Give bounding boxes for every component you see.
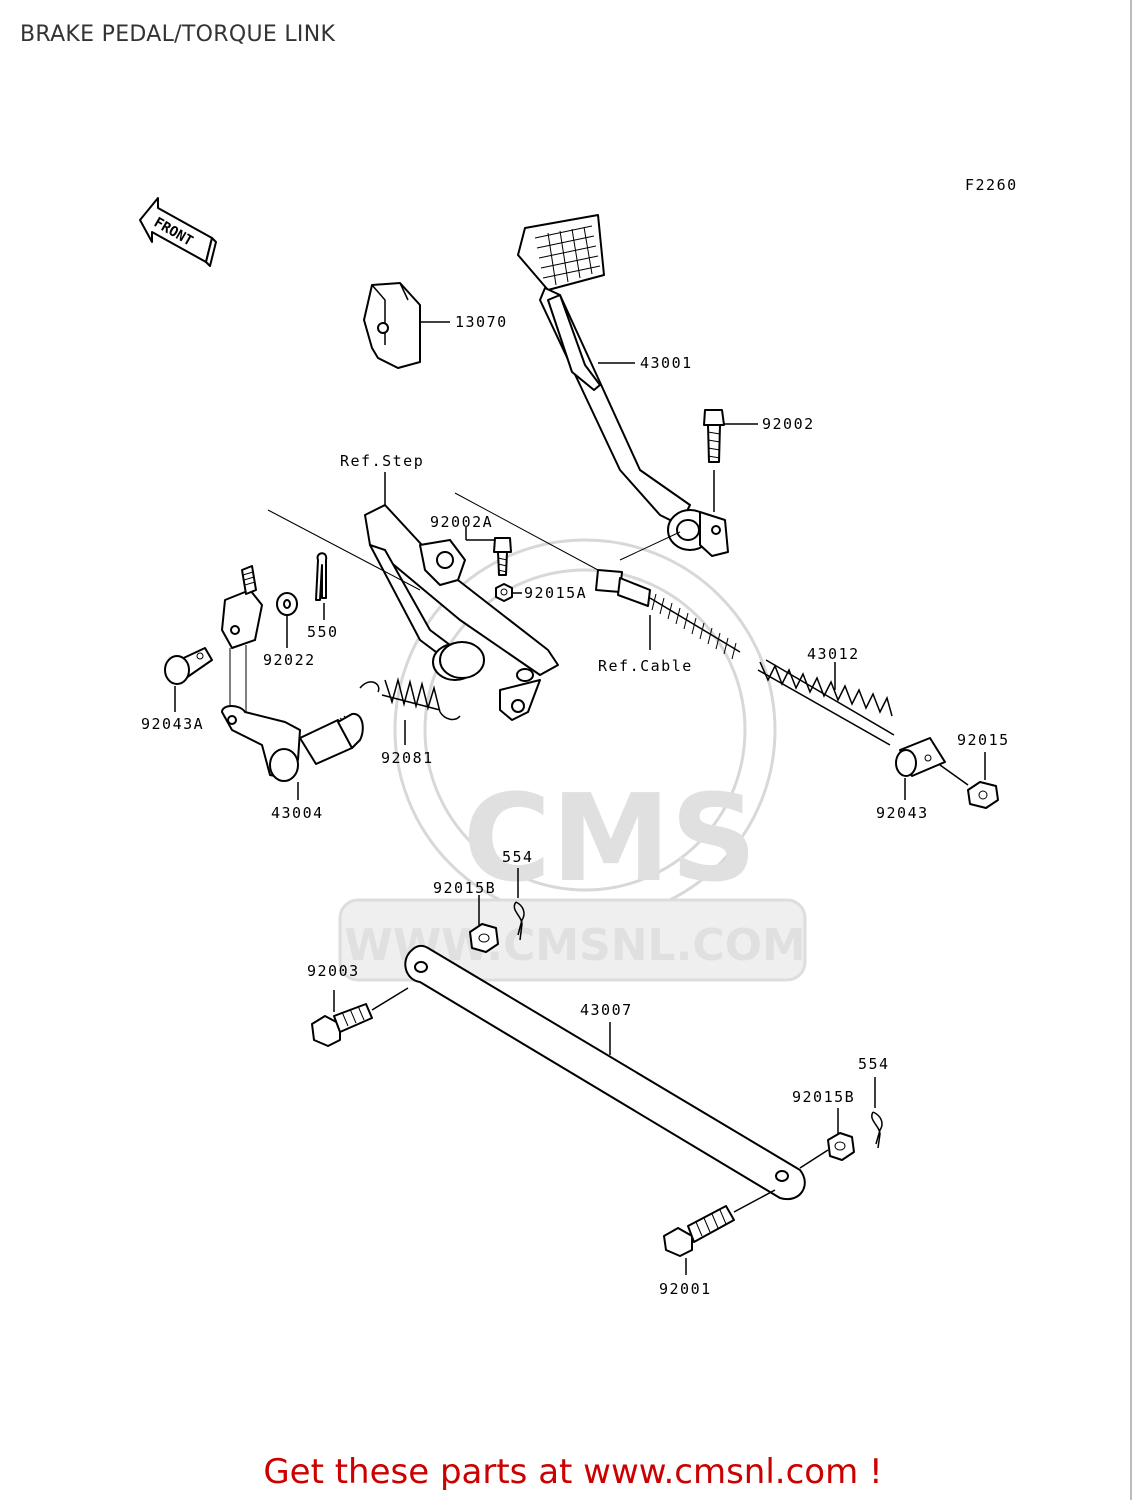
footer-promo-text[interactable]: Get these parts at www.cmsnl.com !: [263, 1452, 883, 1492]
part-ref-step-lever: [364, 504, 559, 721]
callout-92001: 92001: [659, 1280, 712, 1298]
callout-92015b-top: 92015B: [433, 879, 496, 897]
part-92015b-bottom-nut: [799, 1108, 855, 1169]
callout-92022: 92022: [263, 651, 316, 669]
part-92022-washer: [276, 592, 298, 648]
part-92002-bolt: [703, 409, 758, 512]
part-92015b-top-nut: [469, 895, 499, 953]
part-92043-joint: [895, 737, 946, 800]
callout-43007: 43007: [580, 1001, 633, 1019]
callout-43001: 43001: [640, 354, 693, 372]
part-92001-bolt: [663, 1189, 776, 1275]
callout-13070: 13070: [455, 313, 508, 331]
leader-line: [619, 531, 681, 561]
part-92043a-pin: [164, 647, 213, 712]
part-43004-shaft-lever: [221, 705, 364, 800]
callout-92043: 92043: [876, 804, 929, 822]
part-92002a-bolt: [465, 527, 512, 576]
callout-43012: 43012: [807, 645, 860, 663]
callout-92015a: 92015A: [524, 584, 587, 602]
callout-92015b-bottom: 92015B: [792, 1088, 855, 1106]
page-border: [1130, 0, 1132, 1500]
part-92081-spring: [359, 677, 461, 745]
part-ref-cable: [595, 569, 741, 660]
callout-92002a: 92002A: [430, 513, 493, 531]
part-550-cotter-pin: [315, 552, 328, 620]
leader-line: [267, 509, 421, 591]
part-13070-bracket: [363, 282, 450, 369]
watermark-brand: CMS: [463, 770, 757, 909]
part-43001-brake-pedal: [517, 214, 729, 557]
leader-line: [454, 492, 599, 571]
callout-92043a: 92043A: [141, 715, 204, 733]
callout-ref-step: Ref.Step: [340, 452, 424, 470]
callout-554-top: 554: [502, 848, 534, 866]
part-554-top-clip: [513, 868, 525, 941]
front-arrow-icon: FRONT: [139, 197, 217, 267]
callout-ref-cable: Ref.Cable: [598, 657, 693, 675]
callout-92081: 92081: [381, 749, 434, 767]
callout-554-bottom: 554: [858, 1055, 890, 1073]
callout-550: 550: [307, 623, 339, 641]
part-92003-bolt: [311, 987, 409, 1047]
part-43007-torque-link: [404, 944, 806, 1201]
callout-92002: 92002: [762, 415, 815, 433]
callout-43004: 43004: [271, 804, 324, 822]
callout-92003: 92003: [307, 962, 360, 980]
part-92015-nut: [939, 752, 999, 809]
page-title: BRAKE PEDAL/TORQUE LINK: [20, 22, 336, 47]
part-clevis: [221, 565, 263, 712]
part-43012-spring: [757, 659, 895, 746]
figure-code: F2260: [965, 176, 1018, 194]
part-554-bottom-clip: [871, 1077, 883, 1149]
part-92015a-nut: [495, 583, 522, 602]
callout-92015: 92015: [957, 731, 1010, 749]
